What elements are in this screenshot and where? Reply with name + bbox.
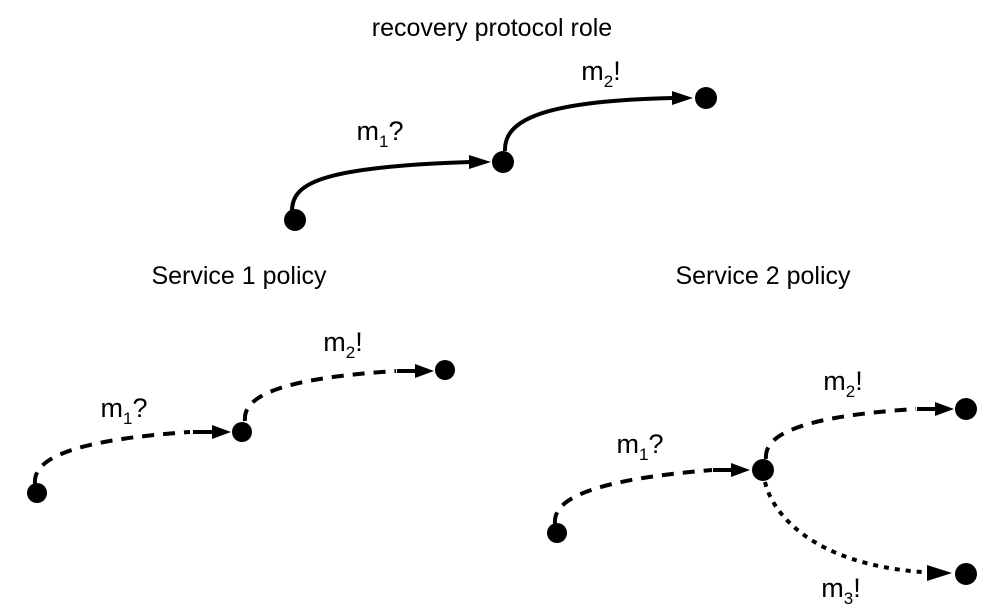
label-base: m (821, 573, 844, 603)
arrowhead-icon (672, 91, 693, 105)
state-dot-start (547, 523, 567, 543)
label-subscript: 2 (846, 382, 855, 401)
diagram-service-1-policy: Service 1 policy m1? m2! (27, 262, 455, 503)
label-base: m (323, 327, 346, 357)
diagram-recovery-protocol-role: recovery protocol role m1? m2! (284, 14, 717, 231)
state-dot-mid (232, 422, 252, 442)
label-subscript: 1 (639, 445, 648, 464)
label-subscript: 3 (844, 589, 853, 608)
label-base: m (357, 116, 380, 146)
diagram-service-2-policy: Service 2 policy m1? m2! m3! (547, 262, 977, 608)
state-dot-end (435, 360, 455, 380)
arrowhead-icon (935, 402, 954, 416)
transition-label-m2-send: m2! (823, 366, 862, 401)
transition-label-m3-send: m3! (821, 573, 860, 608)
transition-edge-m2 (502, 96, 674, 152)
label-operator: ! (355, 327, 363, 357)
transition-label-m1-receive: m1? (357, 116, 404, 151)
label-base: m (823, 366, 846, 396)
transition-edge-m1 (290, 160, 471, 212)
state-dot-start (284, 209, 306, 231)
label-operator: ! (855, 366, 863, 396)
label-subscript: 1 (123, 409, 132, 428)
transition-edge-m1 (552, 468, 713, 525)
diagram-title: Service 2 policy (675, 262, 851, 290)
label-operator: ! (853, 573, 861, 603)
transition-label-m2-send: m2! (581, 56, 620, 91)
transition-label-m2-send: m2! (323, 327, 362, 362)
diagram-title: Service 1 policy (151, 262, 327, 290)
label-operator: ? (388, 116, 403, 146)
label-base: m (617, 429, 640, 459)
state-dot-mid (492, 151, 514, 173)
arrowhead-icon (415, 364, 434, 378)
state-dot-end-m3 (955, 563, 977, 585)
label-subscript: 2 (604, 72, 613, 91)
transition-edge-m2 (242, 369, 397, 422)
arrowhead-icon (927, 565, 952, 581)
label-operator: ! (613, 56, 621, 86)
state-dot-end-m2 (955, 398, 977, 420)
diagram-title: recovery protocol role (372, 14, 612, 42)
transition-edge-m1 (32, 430, 191, 485)
transition-label-m1-receive: m1? (101, 393, 148, 428)
label-base: m (581, 56, 604, 86)
arrowhead-icon (212, 425, 231, 439)
arrowhead-icon (731, 463, 750, 477)
state-dot-start (27, 483, 47, 503)
label-operator: ? (132, 393, 147, 423)
label-base: m (101, 393, 124, 423)
transition-edge-m2 (763, 407, 917, 460)
arrowhead-icon (469, 155, 491, 169)
transition-edge-m3 (763, 481, 923, 574)
label-subscript: 2 (346, 343, 355, 362)
state-dot-end (695, 87, 717, 109)
label-operator: ? (648, 429, 663, 459)
label-subscript: 1 (379, 132, 388, 151)
state-dot-branch (752, 459, 774, 481)
transition-label-m1-receive: m1? (617, 429, 664, 464)
